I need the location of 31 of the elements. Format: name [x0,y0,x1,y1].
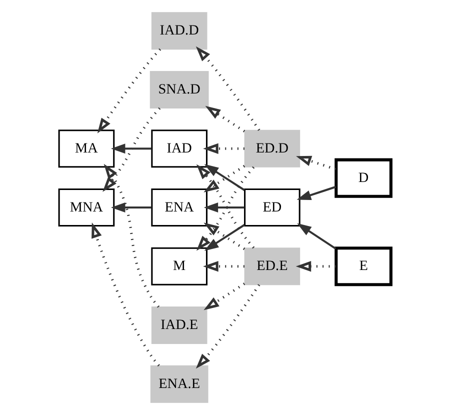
node-box: IAD.D [151,12,208,50]
node-box: D [334,158,392,198]
node-box: MNA [58,188,115,227]
node-box: IAD.E [151,306,208,344]
arrow [104,164,160,308]
arrow [196,284,260,369]
node-box: E [334,246,392,286]
arrow [110,144,152,154]
arrow [97,48,162,134]
arrow [205,106,246,132]
node-box: ED.E [244,248,300,286]
arrow [196,46,260,131]
arrow [203,261,244,272]
arrow [204,282,246,310]
arrow [203,143,244,154]
arrow [204,202,244,212]
arrow [296,186,336,200]
node-box: IAD [151,130,208,168]
node-box: MA [58,130,115,168]
node-box: M [151,247,208,286]
arrow [296,261,336,272]
node-box: ED.D [244,130,300,168]
arrow [102,107,161,192]
arrow [92,222,160,366]
node-box: ENA [151,188,208,227]
arrow [110,202,152,212]
node-box: ED [244,188,300,227]
arrow [297,223,336,250]
node-box: SNA.D [150,71,209,109]
arrow [296,156,336,170]
node-box: ENA.E [150,365,208,403]
